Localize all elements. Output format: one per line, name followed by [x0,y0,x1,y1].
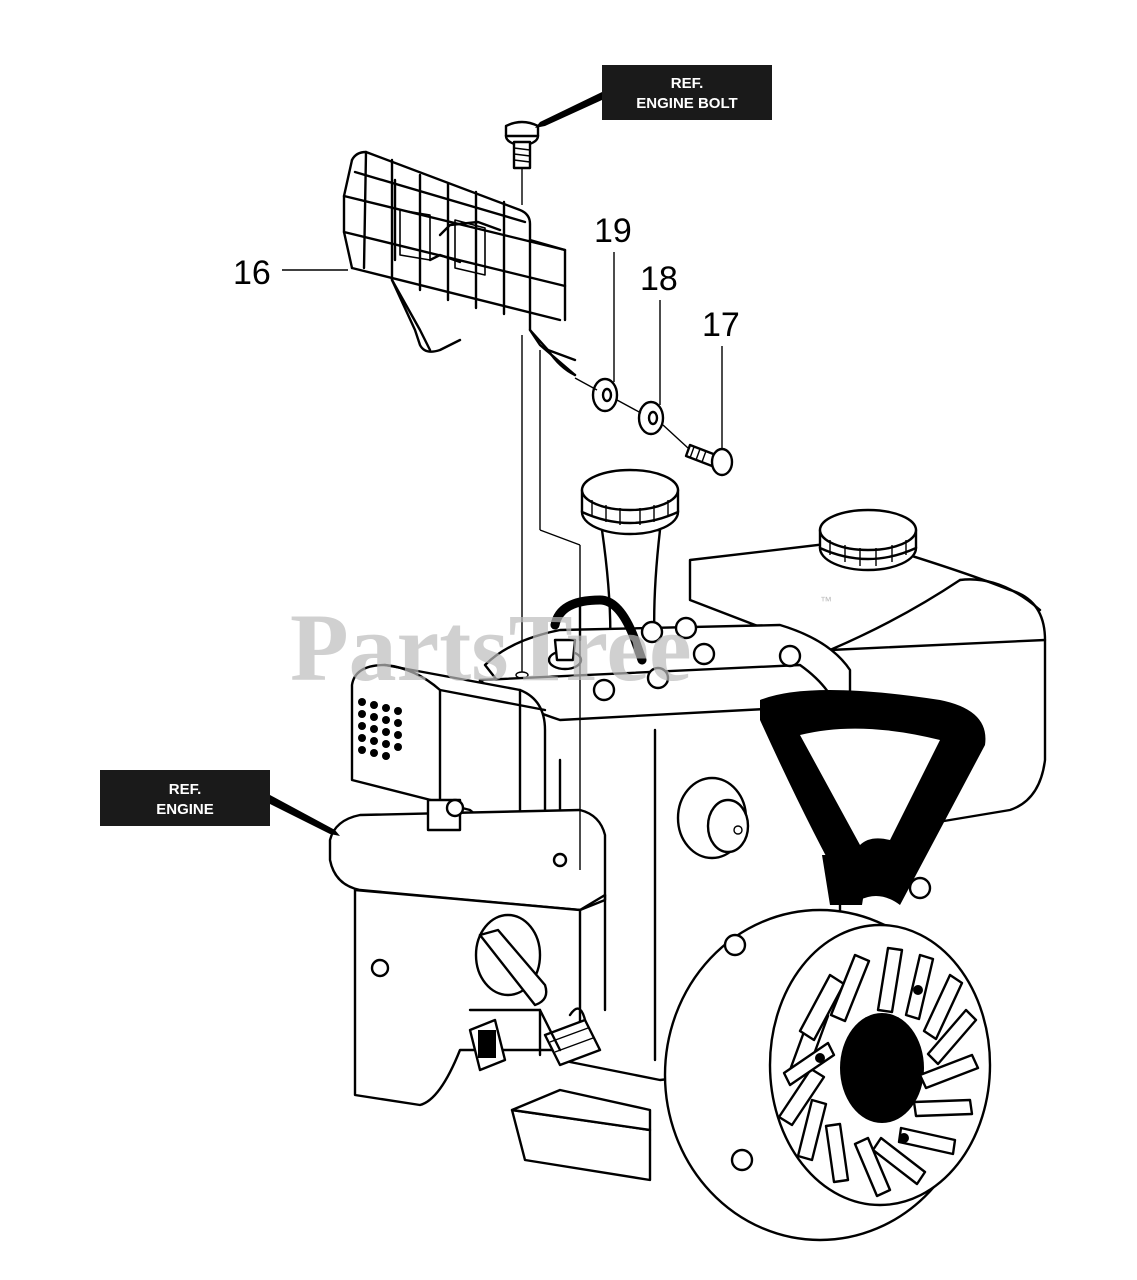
starter-handle [760,690,986,905]
washer-part-19 [591,377,619,413]
svg-text:REF.: REF. [169,781,202,798]
head-bolts [592,616,802,702]
svg-text:PartsTree: PartsTree [290,594,692,701]
air-cleaner [350,663,547,841]
oil-fill-cap [580,468,680,652]
svg-text:16: 16 [233,254,271,292]
engine-bolt [504,120,540,205]
assembly-lines [515,335,689,870]
wire-guard-basket [342,150,577,377]
air-cleaner-vents [358,698,402,760]
callout-19: 19 [594,212,632,382]
callout-17: 17 [702,306,740,450]
fuel-cap [818,508,918,572]
svg-text:ENGINE: ENGINE [156,801,214,818]
fuel-line-clip [543,1007,602,1067]
bolt-part-17 [684,443,734,477]
svg-text:18: 18 [640,260,678,298]
primer-bulb [468,1018,507,1072]
ref-engine-bolt-label: REF. ENGINE BOLT [535,65,772,128]
svg-text:19: 19 [594,212,632,250]
spark-plug [547,595,647,671]
callout-16: 16 [233,254,348,292]
svg-text:REF.: REF. [671,75,704,92]
callout-18: 18 [640,260,678,405]
svg-text:17: 17 [702,306,740,344]
recoil-starter [663,876,992,1242]
starter-vents [777,946,980,1198]
ref-engine-label: REF. ENGINE [100,770,340,836]
watermark: PartsTree ™ [290,594,832,701]
svg-text:ENGINE BOLT: ENGINE BOLT [636,95,737,112]
choke-knob [474,913,548,1007]
engine-illustration [328,468,1047,1242]
svg-text:™: ™ [820,594,832,608]
washer-part-18 [637,400,665,436]
carburetor-housing [328,798,652,1182]
cylinder-plug [676,776,750,860]
